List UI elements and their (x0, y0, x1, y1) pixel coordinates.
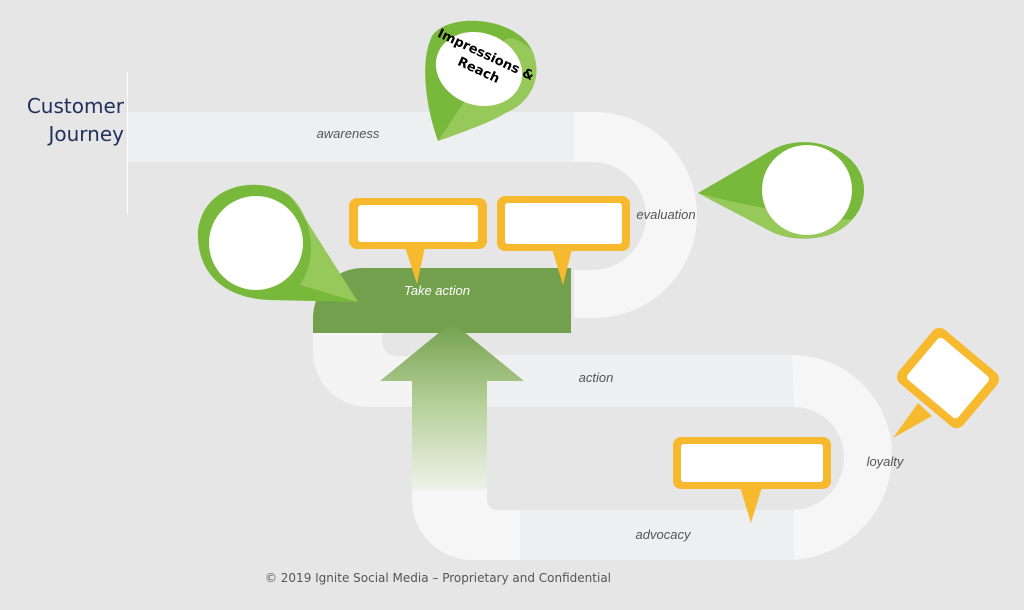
callout-take-action-1-face (358, 205, 478, 242)
awareness-band (128, 112, 574, 162)
stage-label-awareness: awareness (317, 126, 380, 141)
pin-evaluation (698, 142, 864, 239)
journey-road (128, 112, 893, 560)
loyalty-curve (792, 355, 893, 560)
callout-loyalty-face (907, 337, 989, 419)
pin-evaluation-face (762, 145, 852, 235)
pin-impressions-reach: Impressions & Reach (425, 20, 537, 141)
customer-journey-title: Customer Journey (14, 92, 124, 148)
evaluation-curve (574, 112, 697, 318)
copyright-footer: © 2019 Ignite Social Media – Proprietary… (264, 571, 612, 585)
stage-label-action: action (579, 370, 614, 385)
callout-advocacy-face (681, 444, 823, 482)
callout-take-action-2-face (505, 203, 622, 244)
take-action-band (313, 268, 571, 333)
stage-label-advocacy: advocacy (636, 527, 692, 542)
callout-advocacy (673, 437, 831, 523)
pin-take-action-face (209, 196, 303, 290)
up-arrow (380, 322, 524, 490)
stage-label-loyalty: loyalty (867, 454, 905, 469)
title-divider (127, 72, 128, 214)
callout-take-action-1 (349, 198, 487, 284)
advocacy-band (520, 510, 794, 560)
title-line-1: Customer (26, 94, 124, 118)
stage-label-evaluation: evaluation (636, 207, 695, 222)
callout-loyalty (893, 327, 999, 438)
stage-label-take-action: Take action (404, 283, 470, 298)
advocacy-curve (412, 490, 520, 560)
title-line-2: Journey (48, 122, 125, 146)
pin-impressions-reach-face (435, 31, 523, 107)
callout-take-action-2 (497, 196, 630, 285)
pin-take-action (197, 184, 358, 302)
take-action-to-action-curve (313, 333, 412, 407)
